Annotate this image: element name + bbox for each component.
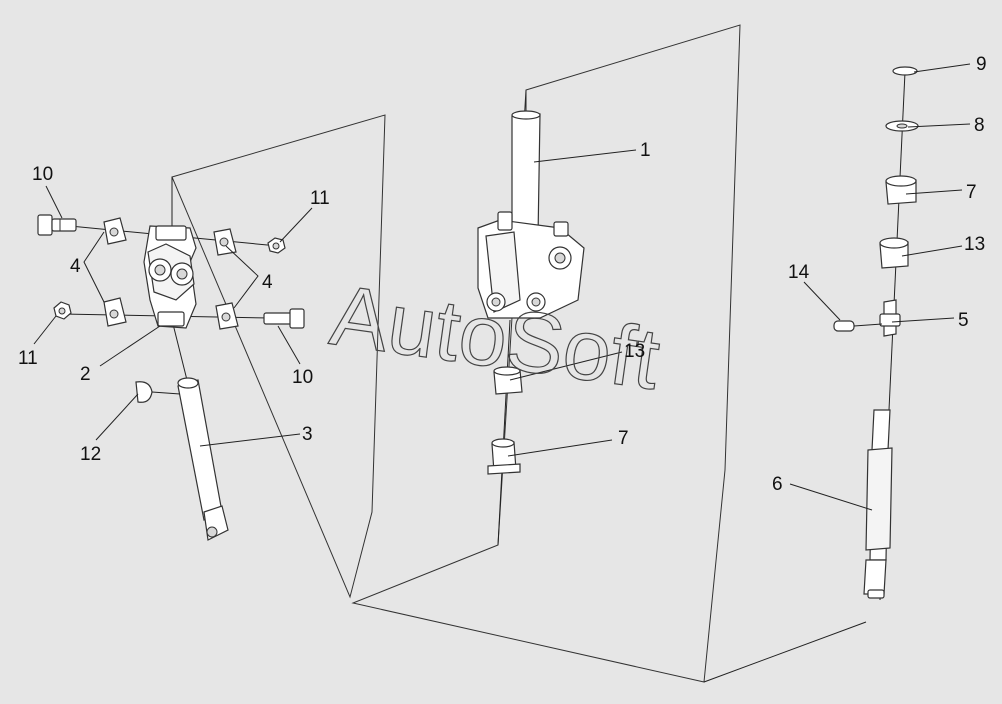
leader-12 bbox=[95, 393, 139, 441]
plate-4-upper-left bbox=[103, 217, 127, 245]
bushing-7-middle bbox=[487, 438, 521, 475]
key-12 bbox=[135, 381, 181, 403]
bolt-10-upper bbox=[37, 214, 77, 236]
label-part-10-upper: 10 bbox=[32, 164, 53, 185]
pin-14 bbox=[833, 320, 883, 332]
bolt-10-lower bbox=[263, 308, 305, 329]
shaft-3 bbox=[177, 377, 229, 541]
left-panel-outline bbox=[171, 114, 386, 599]
leader-10-lower bbox=[277, 325, 301, 365]
bushing-13-right bbox=[879, 237, 909, 269]
plate-4-upper-right bbox=[213, 228, 237, 256]
column-tube-1 bbox=[511, 110, 541, 241]
bushing-7-right bbox=[885, 175, 917, 205]
bushing-13-middle bbox=[493, 366, 523, 395]
label-part-11-upper: 11 bbox=[310, 188, 330, 209]
axis-shaft-left bbox=[171, 319, 189, 385]
label-part-4-right: 4 bbox=[262, 272, 273, 293]
plate-4-lower-left bbox=[103, 297, 127, 327]
label-part-10-lower: 10 bbox=[292, 367, 313, 388]
label-part-3: 3 bbox=[302, 424, 313, 445]
shaft-6 bbox=[863, 409, 893, 599]
leader-7-right bbox=[905, 189, 963, 195]
leader-4-right bbox=[225, 245, 259, 309]
axis-middle-lower bbox=[497, 319, 511, 546]
leader-11-upper bbox=[279, 207, 313, 243]
washer-8 bbox=[885, 120, 919, 132]
leader-13-right bbox=[901, 245, 963, 257]
label-part-14: 14 bbox=[788, 262, 810, 283]
leader-5 bbox=[891, 317, 955, 323]
washer-9 bbox=[892, 66, 918, 76]
nut-11-lower bbox=[53, 301, 72, 320]
right-panel-edge bbox=[703, 621, 867, 683]
leader-11-lower bbox=[33, 315, 57, 345]
leader-7-middle bbox=[507, 439, 613, 457]
leader-6 bbox=[789, 483, 873, 511]
label-part-12: 12 bbox=[80, 444, 101, 465]
leader-3 bbox=[199, 433, 301, 447]
leader-1 bbox=[533, 149, 637, 163]
universal-joint-2 bbox=[143, 225, 197, 329]
label-part-5: 5 bbox=[958, 310, 969, 331]
leader-13-middle bbox=[509, 351, 623, 381]
label-part-7-right: 7 bbox=[966, 182, 977, 203]
label-part-4-left: 4 bbox=[70, 256, 81, 277]
label-part-11-lower: 11 bbox=[18, 348, 38, 369]
sleeve-5 bbox=[879, 299, 901, 337]
leader-8 bbox=[907, 123, 971, 128]
label-part-6: 6 bbox=[772, 474, 783, 495]
label-part-13-right: 13 bbox=[964, 234, 985, 255]
label-part-13-middle: 13 bbox=[624, 341, 645, 362]
label-part-8: 8 bbox=[974, 115, 985, 136]
leader-4-left bbox=[83, 231, 105, 303]
label-part-7-middle: 7 bbox=[618, 428, 629, 449]
nut-11-upper bbox=[267, 237, 286, 254]
label-part-1: 1 bbox=[640, 140, 651, 161]
leader-14 bbox=[803, 281, 841, 321]
label-part-9: 9 bbox=[976, 54, 987, 75]
plate-4-lower-right bbox=[215, 302, 239, 330]
bracket-1 bbox=[477, 211, 585, 319]
leader-2 bbox=[99, 325, 161, 367]
leader-9 bbox=[913, 63, 971, 73]
label-part-2: 2 bbox=[80, 364, 91, 385]
leader-10-upper bbox=[45, 185, 63, 219]
